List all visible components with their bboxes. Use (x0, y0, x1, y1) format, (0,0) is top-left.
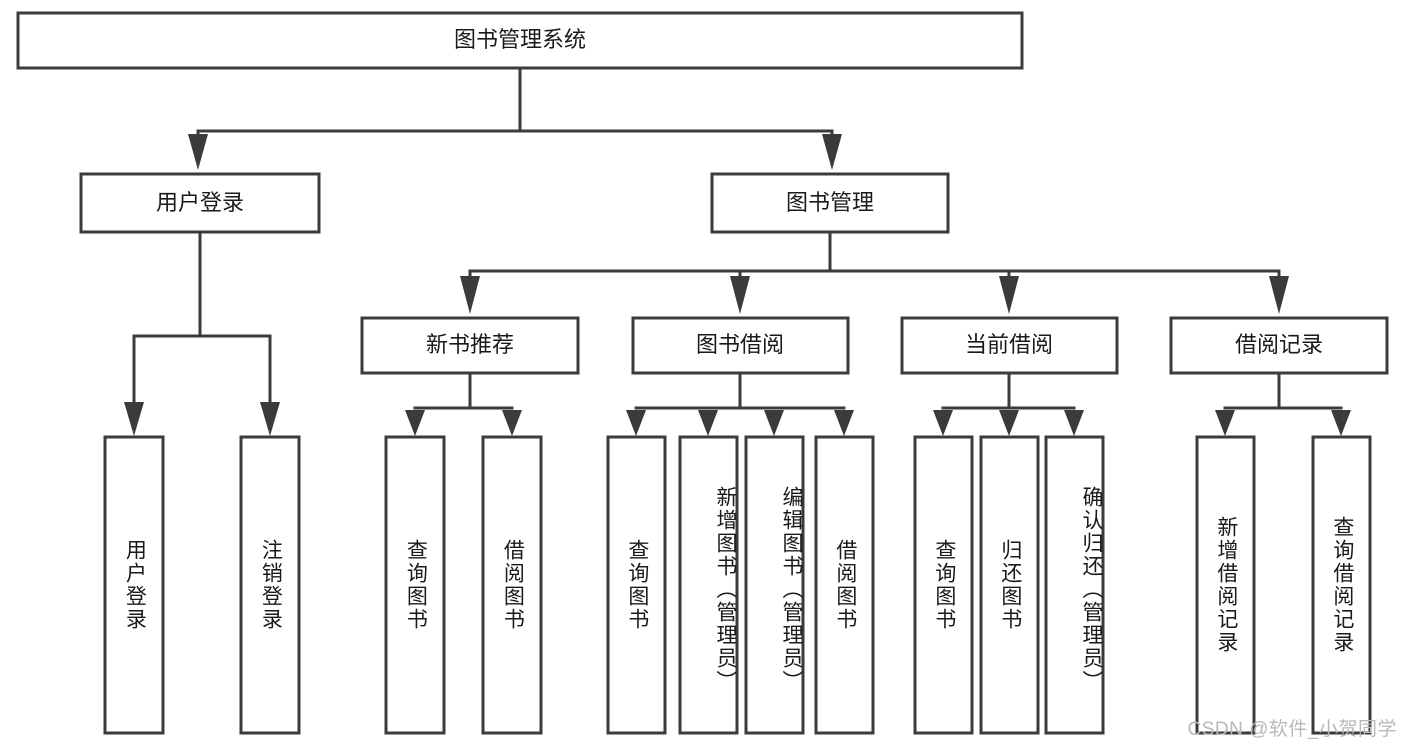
leaf-box-user-login-2[interactable] (239, 435, 301, 735)
connector-group-book-manage (460, 230, 1289, 314)
arrow-head-icon-leaf-bb-1 (626, 410, 646, 436)
node-user-login[interactable]: 用户登录 (79, 172, 321, 234)
node-box-user-login[interactable] (79, 172, 321, 234)
leaf-box-current-borrow-3[interactable] (1044, 435, 1105, 735)
leaf-box-new-book-1[interactable] (384, 435, 446, 735)
node-current-borrow[interactable]: 当前借阅 (900, 316, 1119, 375)
leaf-box-current-borrow-1[interactable] (913, 435, 974, 735)
node-box-current-borrow[interactable] (900, 316, 1119, 375)
arrow-head-icon-current-borrow (999, 276, 1019, 314)
arrow-head-icon-leaf-nbr-2 (502, 410, 522, 436)
arrow-head-icon-leaf-cb-2 (999, 410, 1019, 436)
node-box-book-borrow[interactable] (631, 316, 850, 375)
arrow-head-icon-borrow-record (1269, 276, 1289, 314)
leaf-box-borrow-record-1[interactable] (1195, 435, 1256, 735)
arrow-head-icon-book-manage (822, 134, 842, 170)
arrow-head-icon-leaf-cb-3 (1064, 410, 1084, 436)
connector-group-book-borrow (626, 371, 854, 436)
node-box-root-system[interactable] (16, 11, 1024, 70)
arrow-head-icon-leaf-ul-1 (124, 402, 144, 436)
node-book-borrow[interactable]: 图书借阅 (631, 316, 850, 375)
node-box-borrow-record[interactable] (1169, 316, 1389, 375)
node-borrow-record[interactable]: 借阅记录 (1169, 316, 1389, 375)
node-root-system[interactable]: 图书管理系统 (16, 11, 1024, 70)
arrow-head-icon-leaf-br-2 (1331, 410, 1351, 436)
node-label-book-manage: 图书管理 (786, 190, 874, 215)
arrow-head-icon-leaf-bb-2 (698, 410, 718, 436)
arrow-head-icon-user-login (188, 134, 208, 170)
watermark-text: CSDN @软件_小贺同学 (1187, 719, 1397, 740)
leaf-box-new-book-2[interactable] (481, 435, 543, 735)
leaf-box-current-borrow-2[interactable] (979, 435, 1040, 735)
arrow-head-icon-leaf-ul-2 (260, 402, 280, 436)
arrow-head-icon-book-borrow (730, 276, 750, 314)
arrow-head-icon-leaf-cb-1 (933, 410, 953, 436)
connector-group-new-book-recommend (405, 371, 522, 436)
connector-group-user-login (124, 230, 280, 436)
node-label-root-system: 图书管理系统 (454, 27, 586, 52)
arrow-head-icon-leaf-nbr-1 (405, 410, 425, 436)
node-box-new-book-recommend[interactable] (360, 316, 580, 375)
leaf-box-book-borrow-2[interactable] (678, 435, 739, 735)
arrow-head-icon-leaf-bb-3 (764, 410, 784, 436)
leaf-box-book-borrow-3[interactable] (744, 435, 805, 735)
connector-group-root (188, 66, 842, 170)
connector-group-borrow-record (1215, 371, 1351, 436)
node-label-borrow-record: 借阅记录 (1235, 332, 1323, 357)
connector-group-current-borrow (933, 371, 1084, 436)
node-new-book-recommend[interactable]: 新书推荐 (360, 316, 580, 375)
node-label-current-borrow: 当前借阅 (965, 332, 1053, 357)
node-book-manage[interactable]: 图书管理 (710, 172, 950, 234)
arrow-head-icon-leaf-br-1 (1215, 410, 1235, 436)
arrow-head-icon-leaf-bb-4 (834, 410, 854, 436)
node-label-new-book-recommend: 新书推荐 (426, 332, 514, 357)
node-label-user-login: 用户登录 (156, 190, 244, 215)
node-label-book-borrow: 图书借阅 (696, 332, 784, 357)
leaf-box-borrow-record-2[interactable] (1311, 435, 1372, 735)
leaf-box-book-borrow-4[interactable] (814, 435, 875, 735)
arrow-head-icon-new-book (460, 276, 480, 314)
leaf-box-user-login-1[interactable] (103, 435, 165, 735)
leaf-box-book-borrow-1[interactable] (606, 435, 667, 735)
